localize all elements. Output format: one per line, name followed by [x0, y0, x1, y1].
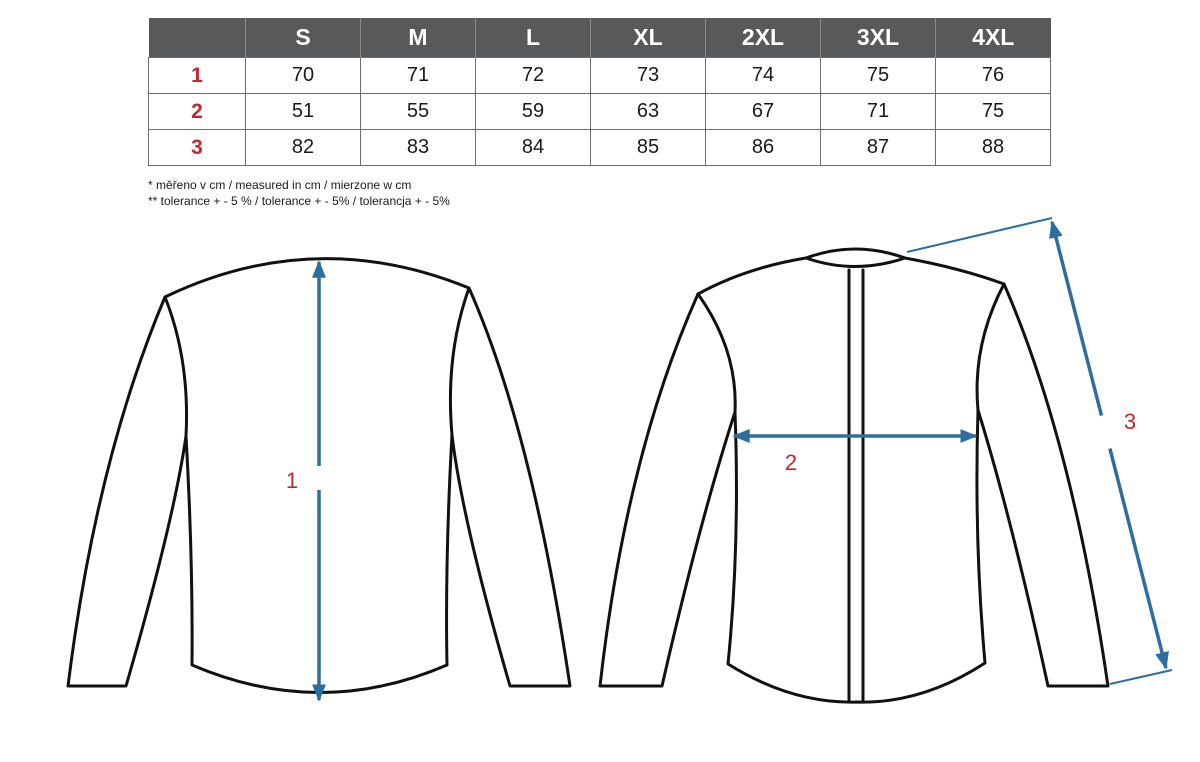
table-cell: 82: [245, 129, 361, 166]
sleeve-label-gap: [1096, 412, 1124, 450]
table-row: 2 51 55 59 63 67 71 75: [148, 93, 1051, 130]
note-measured-in-cm: * měřeno v cm / measured in cm / mierzon…: [148, 178, 412, 192]
header-size-4xl: 4XL: [935, 18, 1051, 58]
note-tolerance: ** tolerance + - 5 % / tolerance + - 5% …: [148, 194, 450, 208]
header-row: S M L XL 2XL 3XL 4XL: [148, 18, 1051, 58]
header-size-s: S: [245, 18, 361, 58]
front-right-armhole: [975, 282, 1006, 412]
table-row: 3 82 83 84 85 86 87 88: [148, 129, 1051, 166]
back-right-armhole: [448, 286, 471, 437]
size-table: S M L XL 2XL 3XL 4XL 1 70 71 72 73 74 75…: [148, 18, 1051, 166]
back-left-armhole: [163, 295, 189, 438]
table-cell: 71: [820, 93, 936, 130]
table-row: 1 70 71 72 73 74 75 76: [148, 57, 1051, 94]
front-zipper-placket: [847, 268, 865, 704]
shirt-back-outline: [66, 257, 572, 694]
header-corner: [148, 18, 246, 58]
table-cell: 76: [935, 57, 1051, 94]
header-size-2xl: 2XL: [705, 18, 821, 58]
header-size-l: L: [475, 18, 591, 58]
length-label-gap: [313, 466, 325, 490]
measure-label-length: 1: [286, 468, 298, 493]
table-cell: 84: [475, 129, 591, 166]
shirt-front-view: [598, 247, 1110, 704]
shoulder-extension-line: [906, 217, 1053, 253]
measurement-extension-lines: [906, 217, 1173, 685]
table-cell: 83: [360, 129, 476, 166]
table-cell: 74: [705, 57, 821, 94]
shirt-front-outline: [598, 256, 1110, 704]
header-size-m: M: [360, 18, 476, 58]
table-cell: 59: [475, 93, 591, 130]
table-cell: 87: [820, 129, 936, 166]
row-label: 3: [148, 129, 246, 166]
front-left-armhole: [696, 292, 737, 414]
front-collar: [804, 247, 907, 260]
table-cell: 70: [245, 57, 361, 94]
header-size-3xl: 3XL: [820, 18, 936, 58]
table-cell: 71: [360, 57, 476, 94]
table-cell: 88: [935, 129, 1051, 166]
table-cell: 85: [590, 129, 706, 166]
header-size-xl: XL: [590, 18, 706, 58]
table-cell: 75: [820, 57, 936, 94]
measure-label-chest: 2: [785, 450, 797, 475]
cuff-extension-line: [1109, 669, 1173, 685]
measure-label-sleeve: 3: [1124, 409, 1136, 434]
measurement-notes: * měřeno v cm / measured in cm / mierzon…: [148, 177, 450, 209]
table-cell: 86: [705, 129, 821, 166]
table-cell: 51: [245, 93, 361, 130]
shirt-back-view: [66, 257, 572, 694]
